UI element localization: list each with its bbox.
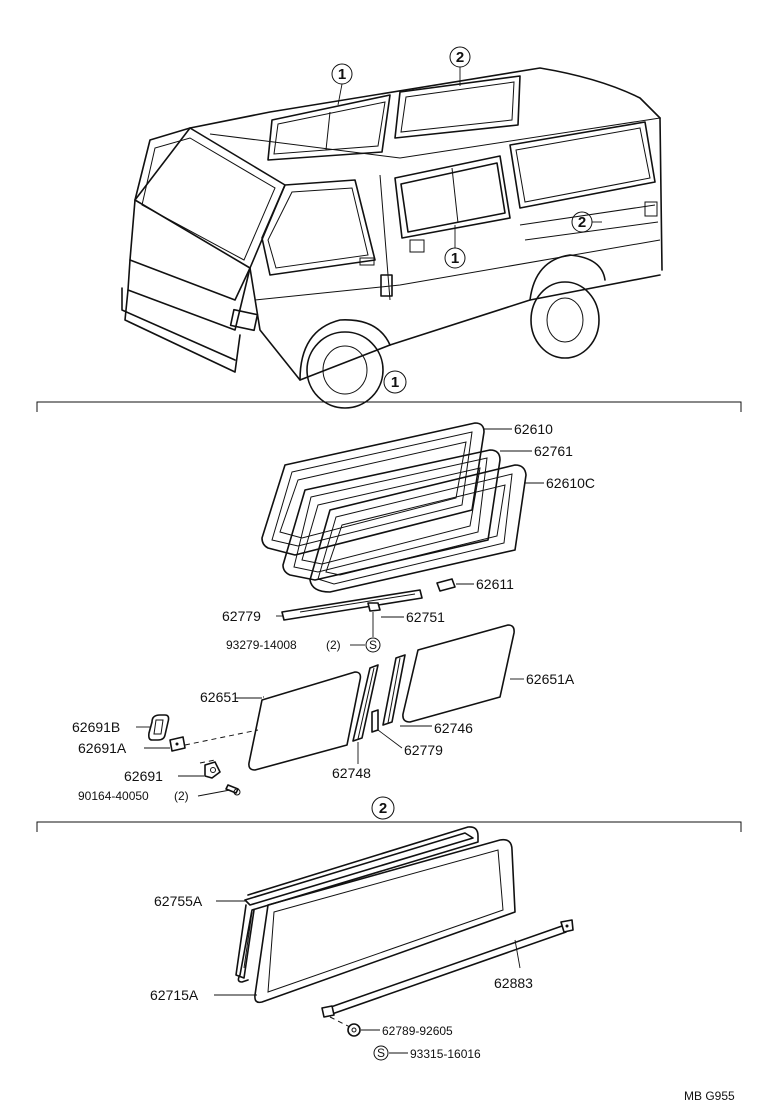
callout-1-roof: 1: [338, 66, 346, 83]
label-62691: 62691: [124, 768, 163, 784]
label-62715A: 62715A: [150, 987, 199, 1003]
label-90164-qty: (2): [174, 789, 189, 803]
section-2-header: 2: [36, 796, 742, 832]
label-93279-qty: (2): [326, 638, 341, 652]
callout-2-roof: 2: [456, 49, 464, 66]
label-62746: 62746: [434, 720, 473, 736]
label-62761: 62761: [534, 443, 573, 459]
callout-2-side: 2: [578, 214, 586, 231]
window-frames-group: [261, 422, 527, 593]
stay-rod-group: 62883 62789-92605 S 93315-16016: [321, 919, 574, 1061]
label-62883: 62883: [494, 975, 533, 991]
label-62751: 62751: [406, 609, 445, 625]
frame-labels: 62610 62761 62610C: [484, 421, 595, 491]
rear-window-group: 62755A 62715A: [150, 826, 516, 1004]
latch-parts: 62691B 62691A 62691 90164-40050 (2): [72, 714, 259, 803]
label-62779-rail: 62779: [404, 742, 443, 758]
section-1-marker: 1: [391, 374, 399, 391]
label-62748: 62748: [332, 765, 371, 781]
label-62691B: 62691B: [72, 719, 120, 735]
label-62779-channel: 62779: [222, 608, 261, 624]
section-2-bracket: [36, 821, 742, 832]
label-62611: 62611: [476, 576, 514, 592]
callout-1-side: 1: [451, 250, 459, 267]
section-1-bracket: [36, 401, 742, 412]
label-62755A: 62755A: [154, 893, 203, 909]
channel-parts: 62611 62779 62751 S 93279-14008 (2): [222, 576, 514, 653]
label-62610: 62610: [514, 421, 553, 437]
label-93279-14008: 93279-14008: [226, 638, 297, 652]
diagram-code: MB G955: [684, 1089, 735, 1103]
label-62691A: 62691A: [78, 740, 127, 756]
label-62651: 62651: [200, 689, 239, 705]
van-illustration: [121, 67, 663, 409]
label-93315-16016: 93315-16016: [410, 1047, 481, 1061]
section-2-marker: 2: [379, 800, 387, 817]
van-callouts: 1 2 1 2: [331, 46, 602, 269]
label-90164-40050: 90164-40050: [78, 789, 149, 803]
label-62651A: 62651A: [526, 671, 575, 687]
s-symbol-93315: S: [377, 1046, 385, 1060]
label-62789-92605: 62789-92605: [382, 1024, 453, 1038]
s-symbol-93279: S: [369, 638, 377, 652]
label-62610C: 62610C: [546, 475, 595, 491]
glass-panels: 62651 62651A 62746 62779 62748: [200, 624, 575, 781]
section-1-header: 1: [36, 370, 742, 412]
